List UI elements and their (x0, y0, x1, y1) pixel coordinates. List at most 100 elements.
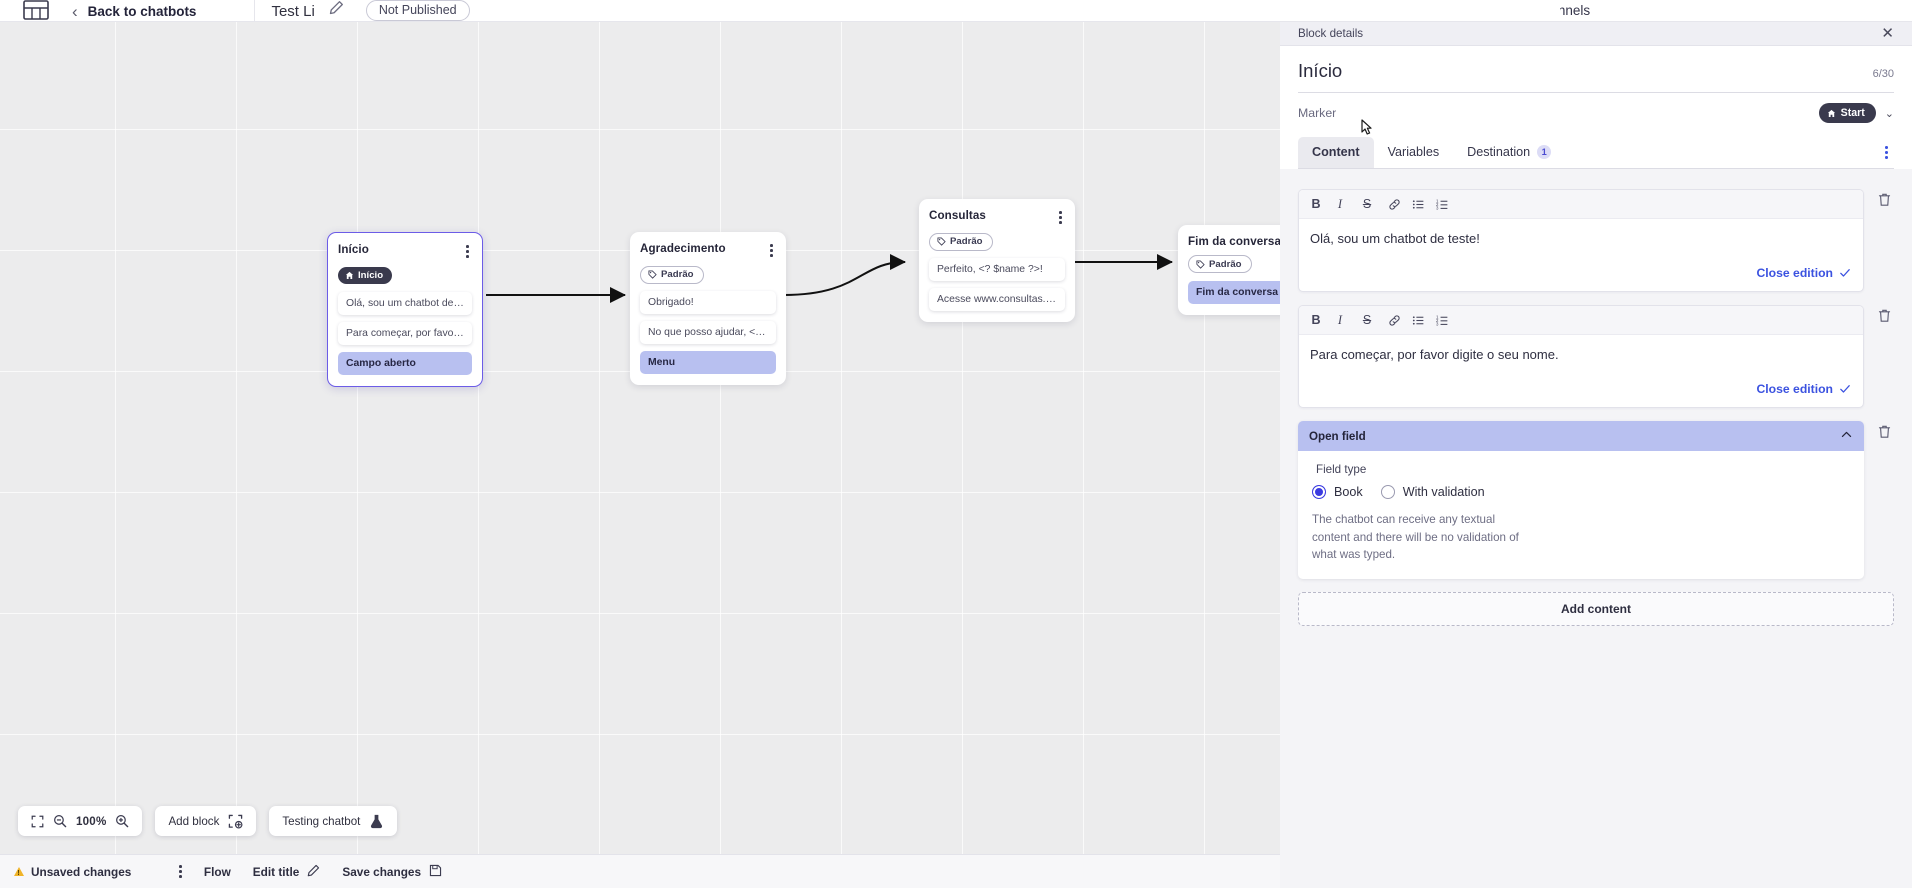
chevron-down-icon[interactable]: ⌄ (1884, 107, 1894, 120)
close-edition-label: Close edition (1756, 382, 1833, 397)
top-bar: ‹ Back to chatbots Test Li Not Published (0, 0, 1560, 22)
node-menu-button[interactable] (767, 242, 776, 259)
add-content-button[interactable]: Add content (1298, 592, 1894, 627)
subtab-more-button[interactable] (1879, 138, 1894, 167)
tab-destination[interactable]: Destination 1 (1453, 137, 1565, 168)
bullet-list-icon[interactable] (1407, 194, 1429, 214)
chatbot-title: Test Li (271, 3, 315, 20)
status-more-button[interactable] (179, 865, 182, 878)
italic-icon[interactable]: I (1337, 312, 1343, 327)
node-badge-label: Padrão (661, 269, 694, 281)
node-header: Início (338, 243, 472, 260)
tab-content[interactable]: Content (1298, 137, 1374, 168)
tab-variables[interactable]: Variables (1374, 137, 1454, 168)
node-message[interactable]: Olá, sou um chatbot de teste! (338, 291, 472, 315)
right-panel: General information Builder Channels Blo… (1280, 0, 1912, 888)
marker-value: Start (1840, 107, 1865, 119)
bold-icon[interactable]: B (1311, 197, 1321, 211)
fit-screen-icon[interactable] (31, 815, 44, 828)
zoom-controls[interactable]: 100% (18, 806, 143, 836)
node-header: Fim da conversa (1188, 235, 1280, 248)
add-block-button[interactable]: Add block (155, 806, 257, 836)
tag-icon (648, 270, 657, 279)
node-message[interactable]: Acesse www.consultas.com par... (929, 288, 1065, 312)
strikethrough-icon[interactable]: S (1362, 312, 1372, 327)
node-message-highlighted[interactable]: Menu (640, 351, 776, 375)
zoom-out-icon[interactable] (53, 814, 67, 828)
unsaved-changes-label: Unsaved changes (31, 864, 132, 879)
svg-text:2: 2 (1436, 318, 1439, 323)
svg-text:1: 1 (1436, 198, 1439, 203)
close-edition-button[interactable]: Close edition (1756, 382, 1851, 396)
bullet-list-icon[interactable] (1407, 310, 1429, 330)
link-icon[interactable] (1383, 310, 1405, 330)
bottom-status-bar: Unsaved changes Flow Edit title Save cha… (0, 854, 1280, 888)
link-icon[interactable] (1383, 194, 1405, 214)
node-message[interactable]: Obrigado! (640, 291, 776, 315)
node-menu-button[interactable] (463, 243, 472, 260)
toolbar-divider (254, 0, 256, 21)
bold-icon[interactable]: B (1311, 313, 1321, 328)
chevron-up-icon[interactable] (1840, 428, 1853, 444)
edit-title-button[interactable]: Edit title (253, 864, 321, 880)
node-badge-label: Início (358, 269, 384, 281)
node-badge-default: Padrão (929, 232, 993, 251)
flow-node-consultas[interactable]: Consultas Padrão Perfeito, <? $name ?>! … (919, 199, 1075, 323)
tag-icon (1196, 259, 1205, 269)
node-message-highlighted[interactable]: Campo aberto (338, 351, 472, 375)
trash-icon[interactable] (1874, 421, 1894, 439)
node-badge-default: Padrão (640, 265, 704, 284)
save-changes-button[interactable]: Save changes (342, 864, 442, 880)
zoom-in-icon[interactable] (115, 814, 129, 828)
pencil-icon[interactable] (329, 0, 344, 21)
flow-canvas[interactable]: Início Início Olá, sou um chatbot de tes… (0, 22, 1280, 888)
editor-text[interactable]: Olá, sou um chatbot de teste! (1310, 231, 1480, 246)
back-to-chatbots-button[interactable]: ‹ Back to chatbots (72, 3, 196, 21)
strikethrough-icon[interactable]: S (1362, 196, 1372, 211)
flow-node-inicio[interactable]: Início Início Olá, sou um chatbot de tes… (327, 232, 483, 387)
save-icon (429, 864, 442, 880)
trash-icon[interactable] (1874, 305, 1894, 323)
field-type-radio-group: Book With validation (1312, 485, 1850, 500)
block-title: Início (1298, 60, 1343, 81)
open-field-header[interactable]: Open field (1298, 421, 1864, 452)
app-logo-icon[interactable] (0, 0, 72, 21)
home-icon (1827, 109, 1835, 117)
unsaved-changes-indicator: Unsaved changes (0, 865, 131, 879)
flow-node-fim-da-conversa[interactable]: Fim da conversa Padrão Fim da conversa (1178, 225, 1280, 315)
svg-text:3: 3 (1436, 321, 1439, 326)
flow-button[interactable]: Flow (204, 865, 231, 879)
node-message[interactable]: Perfeito, <? $name ?>! (929, 258, 1065, 282)
tab-content-label: Content (1312, 145, 1360, 159)
node-menu-button[interactable] (1056, 209, 1065, 226)
destination-badge: 1 (1537, 145, 1552, 159)
open-field-card: Open field Field type Book (1298, 421, 1864, 580)
close-icon[interactable]: ✕ (1881, 25, 1894, 42)
field-type-label: Field type (1316, 463, 1367, 477)
testing-chatbot-button[interactable]: Testing chatbot (269, 806, 398, 836)
node-message[interactable]: No que posso ajudar, <? $name ... (640, 321, 776, 345)
marker-select[interactable]: Start ⌄ (1818, 103, 1894, 123)
testing-chatbot-label: Testing chatbot (282, 814, 361, 828)
flow-node-agradecimento[interactable]: Agradecimento Padrão Obrigado! No que po… (630, 232, 786, 386)
node-badge-start: Início (338, 266, 393, 284)
radio-book[interactable]: Book (1312, 485, 1363, 500)
node-message-highlighted[interactable]: Fim da conversa (1188, 280, 1280, 304)
close-edition-button[interactable]: Close edition (1756, 266, 1851, 280)
node-title: Início (338, 243, 369, 256)
radio-with-validation[interactable]: With validation (1380, 485, 1485, 500)
trash-icon[interactable] (1874, 189, 1894, 207)
node-title: Consultas (929, 209, 986, 222)
check-icon (1840, 269, 1850, 277)
italic-icon[interactable]: I (1337, 196, 1343, 211)
flask-icon (369, 814, 384, 829)
node-message[interactable]: Para começar, por favor digite o ... (338, 321, 472, 345)
editor-text[interactable]: Para começar, por favor digite o seu nom… (1310, 347, 1559, 363)
svg-text:3: 3 (1436, 205, 1439, 210)
